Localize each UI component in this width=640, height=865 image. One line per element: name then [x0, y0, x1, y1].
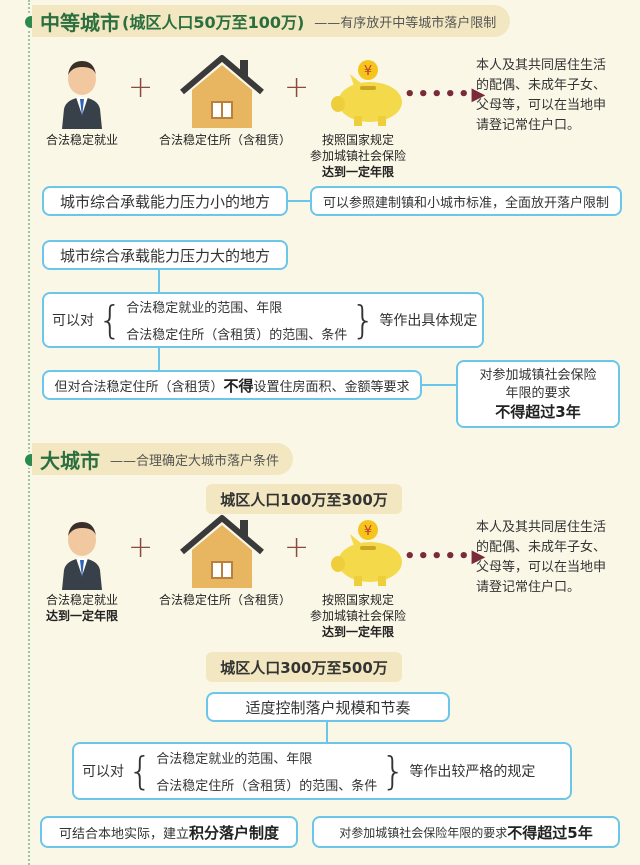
connector [158, 348, 160, 370]
arrow-right-icon: •••••▶ [404, 546, 488, 567]
insurance-limit-box: 对参加城镇社会保险年限的要求不得超过5年 [312, 816, 620, 848]
population-range-badge: 城区人口100万至300万 [206, 484, 402, 514]
population-range-badge: 城区人口300万至500万 [206, 652, 402, 682]
item-employment-scope: 合法稳定就业的范围、年限 [126, 301, 283, 316]
section-title: 大城市 [40, 448, 100, 473]
employment-label: 合法稳定就业 达到一定年限 [45, 593, 118, 623]
control-box: 适度控制落户规模和节奏 [206, 692, 450, 722]
specific-rule-text: 等作出具体规定 [379, 313, 478, 329]
arrow-right-icon: •••••▶ [404, 84, 488, 105]
section-population: (城区人口50万至100万) [122, 13, 305, 32]
insurance-label: 按照国家规定 参加城镇社会保险 达到一定年限 [309, 133, 406, 179]
high-pressure-box: 城市综合承载能力压力大的地方 [42, 240, 288, 270]
plus-icon: + [128, 530, 154, 565]
section-subtitle: ——合理确定大城市落户条件 [110, 453, 280, 469]
section-heading-large-city: 大城市 ——合理确定大城市落户条件 [32, 443, 294, 475]
employment-label: 合法稳定就业 [45, 133, 118, 147]
insurance-limit-box: 对参加城镇社会保险 年限的要求 不得超过3年 [456, 360, 620, 428]
connector [158, 270, 160, 292]
points-system-box: 可结合本地实际，建立积分落户制度 [40, 816, 298, 848]
timeline-line [28, 0, 30, 865]
section-subtitle: ——有序放开中等城市落户限制 [314, 15, 497, 31]
housing-label: 合法稳定住所（含租赁） [158, 133, 291, 147]
specific-rule-box: 可以对 { 合法稳定就业的范围、年限 合法稳定住所（含租赁）的范围、条件 } 等… [42, 292, 484, 348]
item-employment-scope: 合法稳定就业的范围、年限 [156, 752, 313, 767]
item-housing-scope: 合法稳定住所（含租赁）的范围、条件 [156, 779, 378, 794]
housing-restriction-box: 但对合法稳定住所（含租赁）不得设置住房面积、金额等要求 [42, 370, 422, 400]
housing-label: 合法稳定住所（含租赁） [158, 593, 291, 607]
house-icon [176, 50, 268, 130]
registration-result: 本人及其共同居住生活 的配偶、未成年子女、 父母等，可以在当地申 请登记常住户口… [476, 58, 607, 133]
low-pressure-rule-box: 可以参照建制镇和小城市标准，全面放开落户限制 [310, 186, 622, 216]
section-heading-medium-city: 中等城市 (城区人口50万至100万) ——有序放开中等城市落户限制 [32, 5, 511, 37]
strict-rule-box: 可以对 { 合法稳定就业的范围、年限 合法稳定住所（含租赁）的范围、条件 } 等… [72, 742, 572, 800]
house-icon [176, 510, 268, 590]
plus-icon: + [284, 530, 310, 565]
connector [326, 722, 328, 742]
piggy-bank-icon [331, 520, 402, 586]
piggy-bank-icon [331, 60, 402, 126]
plus-icon: + [128, 70, 154, 105]
person-icon [62, 61, 102, 129]
person-icon [62, 522, 102, 590]
registration-result: 本人及其共同居住生活 的配偶、未成年子女、 父母等，可以在当地申 请登记常住户口… [476, 520, 607, 595]
section-title: 中等城市 [40, 10, 120, 35]
may-prefix: 可以对 [52, 313, 94, 329]
item-housing-scope: 合法稳定住所（含租赁）的范围、条件 [126, 328, 348, 343]
low-pressure-box: 城市综合承载能力压力小的地方 [42, 186, 288, 216]
connector [288, 200, 310, 202]
insurance-label: 按照国家规定 参加城镇社会保险 达到一定年限 [309, 593, 406, 639]
plus-icon: + [284, 70, 310, 105]
connector [422, 384, 456, 386]
